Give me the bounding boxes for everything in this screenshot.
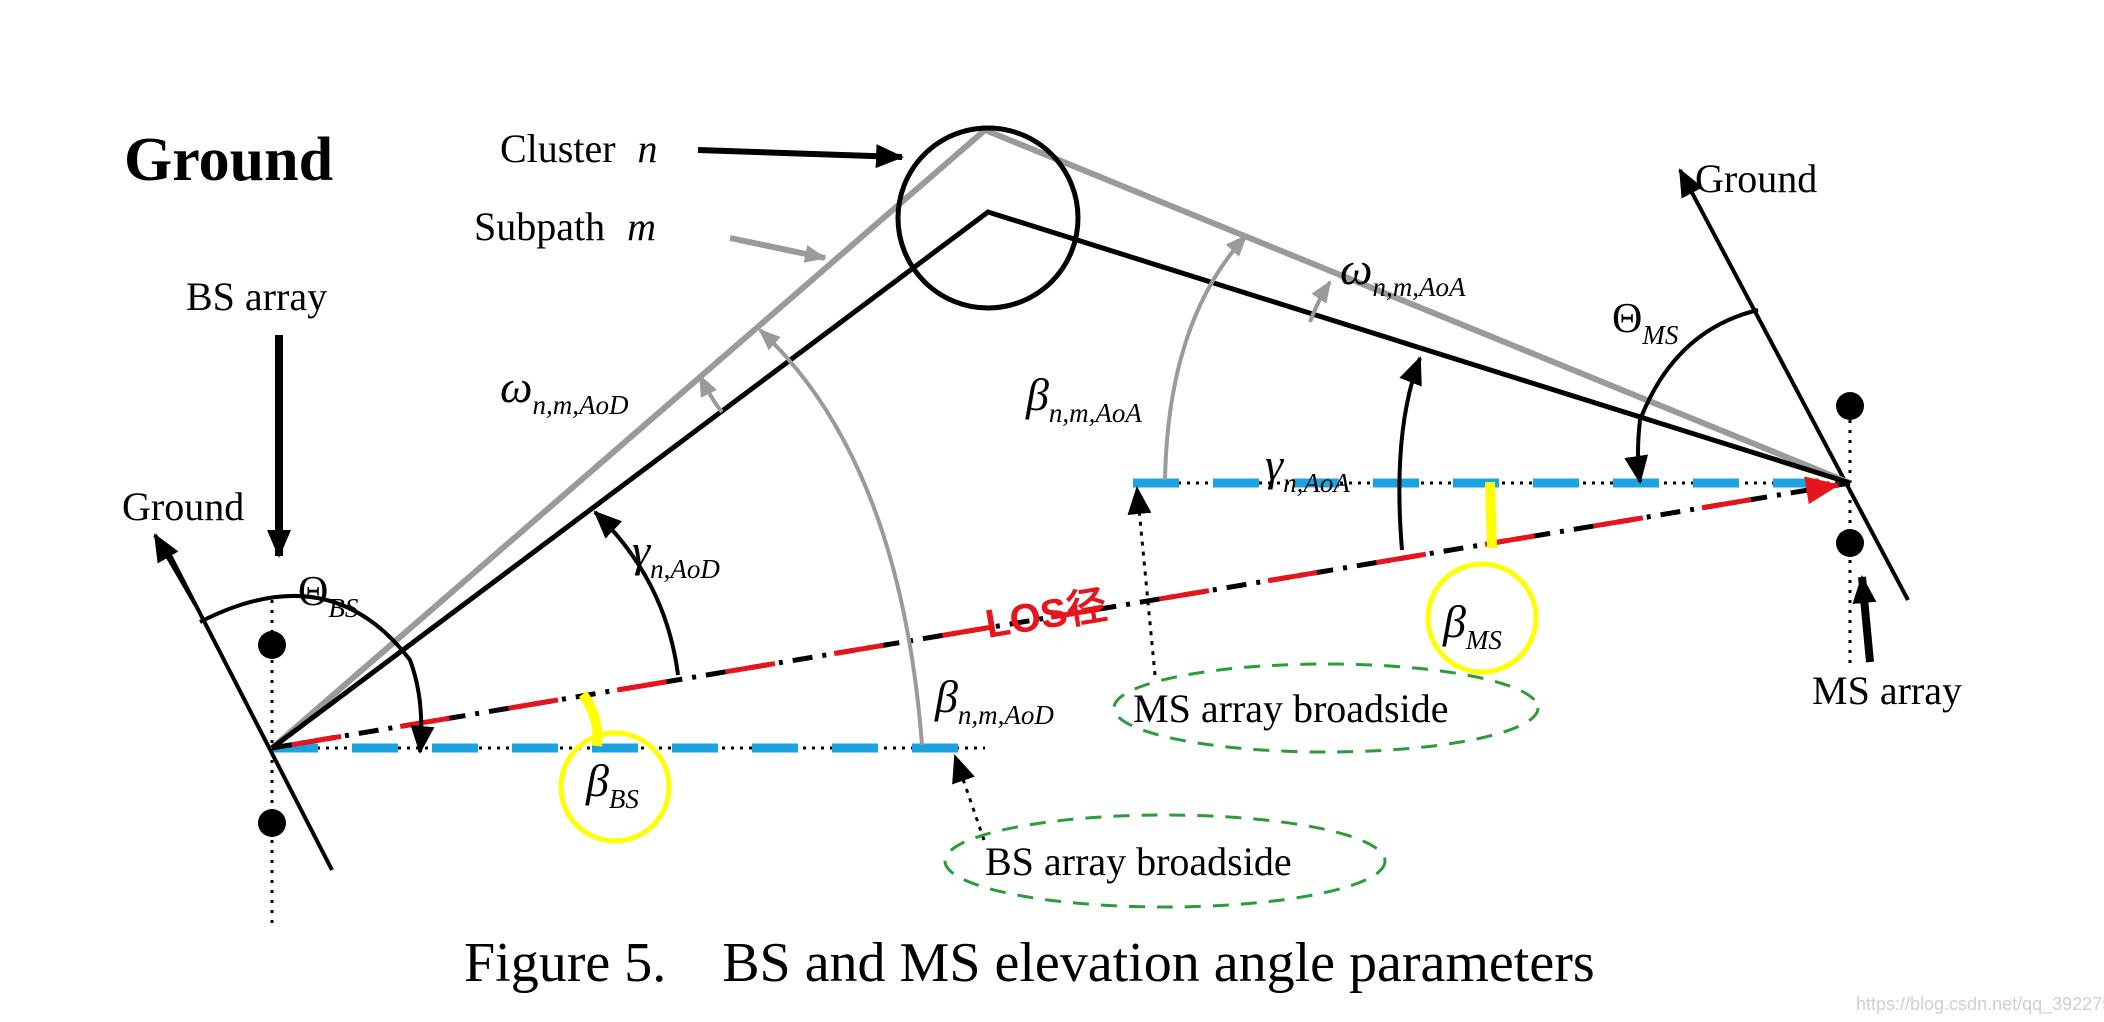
- theta-bs-arc: [199, 593, 435, 754]
- ms-ground-line: [1678, 168, 1910, 601]
- theta-bs-symbol: ΘBS: [298, 569, 359, 623]
- ground-right-label: Ground: [1695, 156, 1817, 201]
- los-path-red: [271, 476, 1840, 751]
- beta-ms-marker: [1485, 481, 1497, 549]
- ms-element-dot-top: [1836, 392, 1864, 420]
- beta-aod-symbol: βn,m,AoD: [934, 671, 1054, 730]
- beta-aod-arc: [758, 328, 924, 746]
- ms-broadside-label: MS array broadside: [1133, 686, 1448, 731]
- los-label: LOS径: [982, 583, 1110, 647]
- ms-broadside-pointer: [1127, 486, 1157, 676]
- bs-broadside-ellipse: [943, 813, 1387, 909]
- bs-ground-line: [168, 554, 334, 871]
- omega-aod-arc: [698, 374, 724, 414]
- theta-ms-arc: [1624, 308, 1759, 484]
- bs-ground-arrow: [153, 533, 197, 606]
- theta-ms-symbol: ΘMS: [1612, 296, 1679, 350]
- beta-aoa-arc: [1163, 234, 1248, 481]
- gamma-aoa-arc: [1397, 356, 1422, 551]
- ms-element-dot-bottom: [1836, 529, 1864, 557]
- beta-bs-highlight-circle: [558, 730, 672, 844]
- beta-ms-highlight-circle: [1425, 561, 1539, 675]
- gamma-aod-symbol: γn,AoD: [632, 525, 720, 584]
- beta-aoa-symbol: βn,m,AoA: [1025, 369, 1142, 428]
- bs-broadside-label: BS array broadside: [985, 839, 1292, 884]
- bs-element-dot-bottom: [258, 809, 286, 837]
- ground-title: Ground: [124, 126, 333, 194]
- ground-left-label: Ground: [122, 484, 244, 529]
- cluster-label-arrow: [697, 144, 904, 169]
- omega-aod-symbol: ωn,m,AoD: [500, 361, 629, 420]
- ms-array-arrow: [1852, 575, 1877, 663]
- cluster-label: Cluster n: [500, 126, 658, 171]
- subpath-label-arrow: [729, 235, 827, 263]
- gamma-aoa-symbol: γn,AoA: [1265, 439, 1350, 498]
- watermark: https://blog.csdn.net/qq_39227541: [1856, 994, 2104, 1015]
- omega-aoa-symbol: ωn,m,AoA: [1340, 243, 1466, 302]
- beta-ms-symbol: βMS: [1442, 596, 1502, 655]
- bs-element-dot-top: [258, 631, 286, 659]
- gamma-aod-arc: [593, 510, 680, 676]
- bs-array-label: BS array: [186, 274, 327, 319]
- cluster-path-black: [270, 209, 1851, 751]
- cluster-circle: [895, 125, 1081, 311]
- beta-bs-symbol: βBS: [585, 755, 639, 814]
- beta-bs-marker: [578, 691, 603, 747]
- omega-aoa-arc: [1308, 280, 1332, 323]
- subpath-label: Subpath m: [474, 204, 656, 249]
- ms-array-label: MS array: [1812, 668, 1962, 713]
- ms-broadside-ellipse: [1112, 662, 1540, 754]
- bs-broadside-pointer: [952, 754, 986, 841]
- figure-caption: Figure 5. BS and MS elevation angle para…: [464, 932, 1595, 994]
